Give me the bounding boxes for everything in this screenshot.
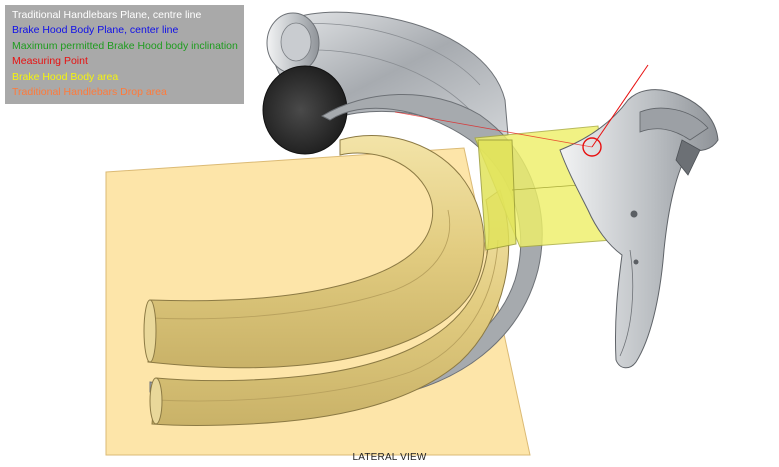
view-caption: LATERAL VIEW <box>352 452 427 463</box>
legend-item-measuring-point: Measuring Point <box>12 55 88 68</box>
drop-upper-tape <box>147 134 485 369</box>
legend-item-max-inclination: Maximum permitted Brake Hood body inclin… <box>12 39 238 52</box>
hood-area-side <box>477 139 517 251</box>
legend-item-hood-area: Brake Hood Body area <box>12 70 119 83</box>
hood-plane-line <box>394 111 593 148</box>
drop-lower-tape <box>151 189 510 426</box>
legend: Traditional Handlebars Plane, centre lin… <box>5 5 244 104</box>
drop-lower-end <box>149 377 163 425</box>
legend-item-hood-plane: Brake Hood Body Plane, center line <box>12 24 179 37</box>
brake-lever <box>559 89 719 369</box>
legend-item-drop-area: Traditional Handlebars Drop area <box>12 86 167 99</box>
measuring-line <box>591 64 649 148</box>
drop-upper-end <box>143 299 157 363</box>
measuring-point <box>582 137 602 157</box>
legend-item-handlebars-plane: Traditional Handlebars Plane, centre lin… <box>12 9 202 21</box>
